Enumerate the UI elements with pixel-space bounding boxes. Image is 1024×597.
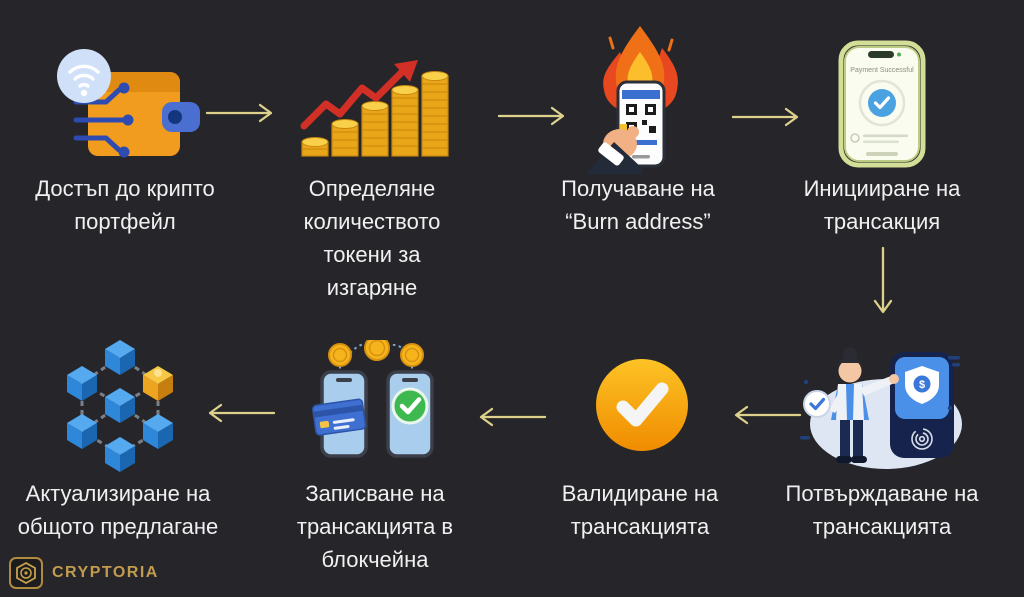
step-label-receive-burn-address: Получаване на “Burn address” — [561, 176, 715, 234]
cryptoria-logo-text: CRYPTORIA — [52, 564, 159, 581]
step-label-validate-transaction: Валидиране на трансакцията — [561, 481, 719, 539]
rising-coin-stacks-icon — [300, 60, 449, 157]
crypto-wallet-wifi-icon — [57, 49, 200, 158]
cryptoria-logo-icon — [9, 557, 43, 589]
cryptoria-logo: CRYPTORIA — [8, 556, 159, 590]
secure-confirmation-person-icon: $ — [800, 347, 962, 469]
burning-phone-qr-icon — [586, 26, 678, 174]
arrow-step7-step8 — [200, 402, 276, 424]
step-label-determine-amount: Определяне количеството токени за изгаря… — [303, 176, 441, 300]
step-label-confirm-transaction: Потвърждаване на трансакцията — [785, 481, 979, 539]
step-label-initiate-transaction: Иницииране на трансакция — [803, 176, 961, 234]
shield-dollar-glyph: $ — [919, 379, 925, 391]
arrow-step4-step5 — [872, 246, 894, 322]
arrow-step1-step2 — [205, 102, 281, 124]
arrow-step3-step4 — [731, 106, 807, 128]
blockchain-cubes-icon — [67, 340, 173, 472]
step-label-update-supply: Актуализиране на общото предлагане — [17, 481, 219, 539]
arrow-step2-step3 — [497, 105, 573, 127]
arrow-step5-step6 — [726, 404, 802, 426]
step-label-record-transaction: Записване на трансакцията в блокчейна — [296, 481, 454, 572]
payment-status-text: Payment Successful — [850, 67, 914, 74]
arrow-step6-step7 — [471, 406, 547, 428]
phone-transfer-coins-icon — [312, 340, 434, 458]
step-label-access-wallet: Достъп до крипто портфейл — [35, 176, 215, 234]
payment-success-phone-icon: Payment Successful — [838, 40, 926, 168]
orange-checkmark-icon — [596, 359, 688, 451]
